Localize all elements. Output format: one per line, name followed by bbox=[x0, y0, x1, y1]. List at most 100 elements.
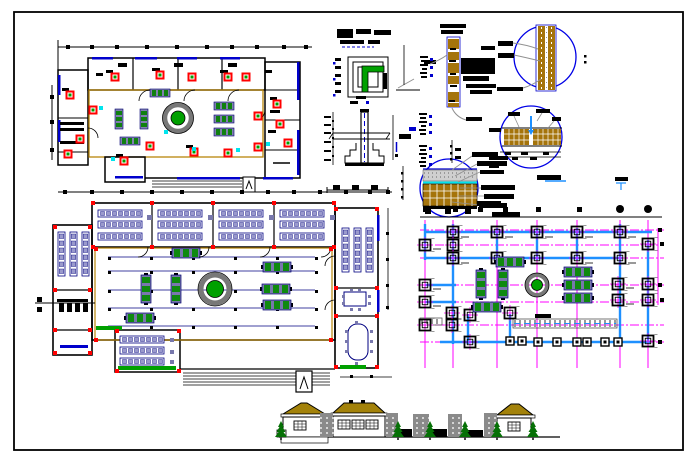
equipment-marker bbox=[223, 148, 233, 158]
brick-blocks bbox=[504, 129, 529, 145]
sheet-border bbox=[13, 11, 684, 451]
classroom-desk-row bbox=[279, 232, 325, 241]
column-marker bbox=[94, 247, 98, 251]
door-arc bbox=[138, 89, 151, 102]
entry-arrow bbox=[299, 375, 309, 390]
classroom-desk-row bbox=[97, 220, 143, 229]
column-marker bbox=[272, 201, 276, 205]
grid-ticks-top bbox=[577, 207, 582, 212]
left-blue-ticks bbox=[333, 62, 336, 65]
door-arc bbox=[183, 89, 196, 102]
door-arc bbox=[87, 127, 99, 139]
guide-ticks bbox=[276, 326, 279, 329]
panel-upper-floor-plan bbox=[50, 40, 312, 193]
column-marker bbox=[53, 351, 57, 355]
dim-ticks-bottom bbox=[370, 375, 373, 378]
column-footing bbox=[639, 291, 659, 309]
label-bars bbox=[186, 145, 193, 148]
title-bars bbox=[368, 40, 380, 44]
leader bbox=[454, 163, 478, 177]
door-arc bbox=[198, 246, 210, 258]
classroom-desk-row bbox=[97, 209, 143, 218]
meeting-chairs bbox=[342, 295, 345, 298]
dim-labels bbox=[455, 156, 461, 159]
brick-joints bbox=[449, 60, 456, 62]
column-marker bbox=[53, 225, 57, 229]
slab-break bbox=[385, 132, 391, 140]
layer-labels bbox=[480, 170, 504, 174]
label-bars bbox=[174, 63, 183, 67]
cyan-marks bbox=[164, 130, 168, 134]
dim-whiskers bbox=[461, 236, 469, 238]
brick-blocks bbox=[448, 39, 459, 49]
column-marker bbox=[94, 338, 98, 342]
brick-joints bbox=[450, 48, 456, 50]
conference-chairs bbox=[355, 321, 358, 324]
door-arc bbox=[137, 246, 149, 258]
blue-wall-accents bbox=[58, 75, 61, 95]
labels bbox=[498, 41, 513, 46]
label-bars bbox=[60, 122, 84, 125]
guide-ticks bbox=[108, 271, 111, 274]
label-bars bbox=[96, 73, 103, 76]
desk-cluster bbox=[260, 299, 294, 311]
dim-ticks bbox=[230, 45, 234, 49]
leader bbox=[522, 78, 542, 89]
guide-ticks bbox=[150, 290, 153, 293]
column-small bbox=[600, 337, 610, 347]
dim-ticks bbox=[332, 137, 334, 139]
title-bar bbox=[477, 201, 501, 206]
dim-ticks-right bbox=[386, 258, 389, 261]
left-ticks bbox=[335, 74, 341, 77]
guide-ticks bbox=[150, 257, 153, 260]
blue-wall-accents bbox=[135, 57, 157, 60]
column-footing bbox=[461, 333, 481, 351]
section-marker-blue bbox=[616, 182, 626, 190]
leader bbox=[451, 155, 473, 171]
sw-subroom bbox=[114, 329, 181, 373]
subroom-desk-row bbox=[119, 346, 165, 355]
slab-break bbox=[328, 132, 334, 140]
leader bbox=[451, 107, 467, 121]
meeting-chairs bbox=[358, 289, 361, 292]
cyan-marks bbox=[111, 157, 115, 161]
blue-sill bbox=[60, 345, 88, 348]
bottom-bars bbox=[350, 101, 358, 104]
dim-ticks bbox=[292, 190, 296, 194]
guide-ticks bbox=[192, 326, 195, 329]
desk-cluster bbox=[213, 114, 235, 124]
desk-cluster bbox=[149, 88, 171, 98]
cyan-marks bbox=[192, 147, 196, 151]
column-small bbox=[533, 337, 543, 347]
column-marker bbox=[88, 225, 92, 229]
label-bars bbox=[106, 70, 113, 73]
conference-chairs bbox=[345, 330, 348, 333]
equipment-marker bbox=[63, 149, 73, 159]
desk-cluster bbox=[170, 272, 182, 306]
column-marker bbox=[334, 286, 338, 290]
guide-ticks bbox=[234, 308, 237, 311]
right-tick bbox=[395, 154, 398, 157]
dim-ticks-west bbox=[37, 297, 42, 302]
column-small bbox=[517, 336, 527, 346]
equipment-marker bbox=[223, 72, 233, 82]
equipment-marker bbox=[283, 138, 293, 148]
dim-ticks bbox=[332, 120, 334, 122]
grid-ticks-right bbox=[660, 242, 664, 246]
column-marker bbox=[329, 338, 333, 342]
column-footing bbox=[488, 223, 508, 241]
layer-labels bbox=[492, 212, 520, 217]
label-bars bbox=[268, 130, 276, 133]
conference-table bbox=[347, 323, 369, 361]
dim-labels bbox=[324, 141, 331, 143]
dim-ticks bbox=[240, 190, 244, 194]
equipment-marker bbox=[187, 72, 197, 82]
brick-bed bbox=[422, 183, 478, 207]
title-bars bbox=[337, 29, 353, 38]
base-pad bbox=[345, 163, 384, 166]
brick-joints bbox=[450, 85, 457, 87]
guide-ticks bbox=[108, 308, 111, 311]
toilet-fixtures bbox=[67, 303, 72, 312]
classroom-desk-row bbox=[157, 220, 203, 229]
desk-columns-east bbox=[365, 227, 374, 273]
